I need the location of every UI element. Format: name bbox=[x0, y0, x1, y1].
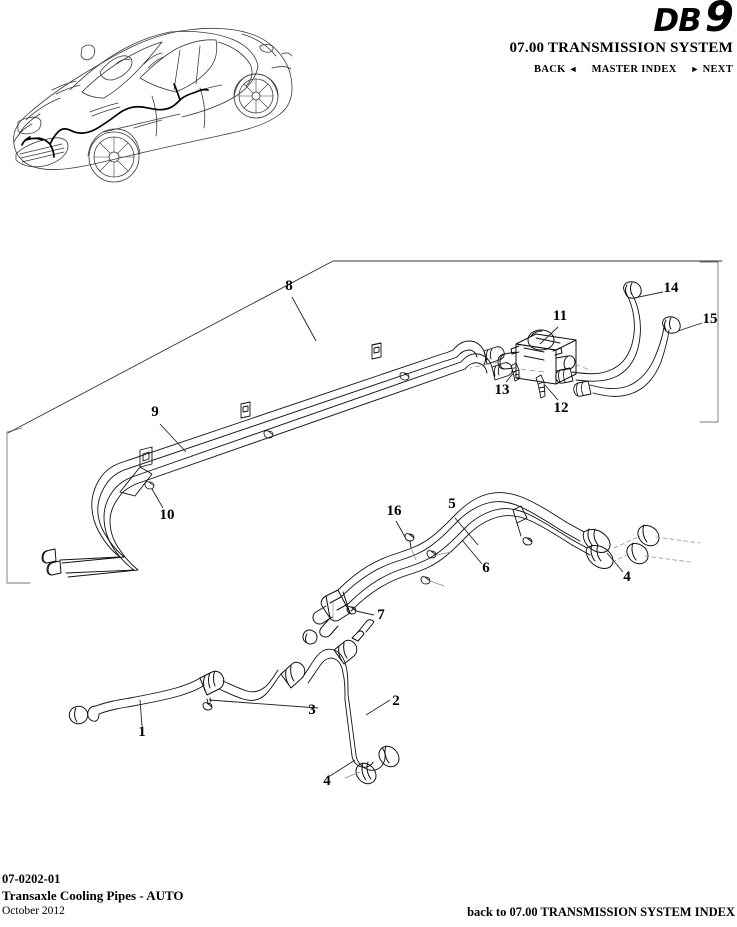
page-footer: 07-0202-01 Transaxle Cooling Pipes - AUT… bbox=[0, 872, 737, 927]
next-link[interactable]: NEXT bbox=[702, 64, 733, 75]
brand-db-text: DB bbox=[653, 3, 701, 39]
callout-15: 15 bbox=[703, 311, 718, 327]
callout-13: 13 bbox=[495, 382, 510, 398]
vehicle-illustration bbox=[4, 4, 304, 194]
master-index-link[interactable]: MASTER INDEX bbox=[591, 64, 677, 75]
part-number-code: 07-0202-01 bbox=[2, 872, 61, 886]
callout-11: 11 bbox=[553, 308, 567, 324]
parts-exploded-diagram: 1 2 3 4 4 5 6 7 8 9 10 11 12 13 14 15 16 bbox=[0, 200, 737, 840]
callout-16: 16 bbox=[387, 503, 403, 519]
back-link[interactable]: BACK bbox=[534, 64, 566, 75]
callout-9: 9 bbox=[151, 404, 159, 420]
callout-14: 14 bbox=[664, 280, 680, 296]
system-title: 07.00 TRANSMISSION SYSTEM bbox=[509, 40, 733, 56]
back-arrow-icon[interactable]: ◄ bbox=[568, 64, 578, 74]
callout-4-bottom: 4 bbox=[323, 773, 331, 789]
callout-7: 7 bbox=[377, 607, 385, 623]
section-index-link[interactable]: back to 07.00 TRANSMISSION SYSTEM INDEX bbox=[467, 905, 735, 919]
callout-8: 8 bbox=[285, 278, 293, 294]
callout-number-group: 1 2 3 4 4 5 6 7 8 9 10 11 12 13 14 15 16 bbox=[138, 278, 717, 789]
publication-date: October 2012 bbox=[2, 905, 65, 917]
next-arrow-icon[interactable]: ► bbox=[690, 64, 700, 74]
navigation-bar: BACK ◄ MASTER INDEX ► NEXT bbox=[534, 64, 733, 75]
callout-4-right: 4 bbox=[623, 569, 631, 585]
assembly-name: Transaxle Cooling Pipes - AUTO bbox=[2, 888, 184, 903]
brand-nine-text: 9 bbox=[704, 0, 734, 41]
callout-6: 6 bbox=[482, 560, 490, 576]
page-header: DB9 07.00 TRANSMISSION SYSTEM BACK ◄ MAS… bbox=[0, 0, 737, 92]
callout-1: 1 bbox=[138, 724, 146, 740]
callout-5: 5 bbox=[448, 496, 456, 512]
callout-10: 10 bbox=[160, 507, 175, 523]
callout-3: 3 bbox=[308, 702, 316, 718]
callout-12: 12 bbox=[554, 400, 569, 416]
callout-2: 2 bbox=[392, 693, 400, 709]
db9-logo: DB9 bbox=[653, 0, 734, 41]
